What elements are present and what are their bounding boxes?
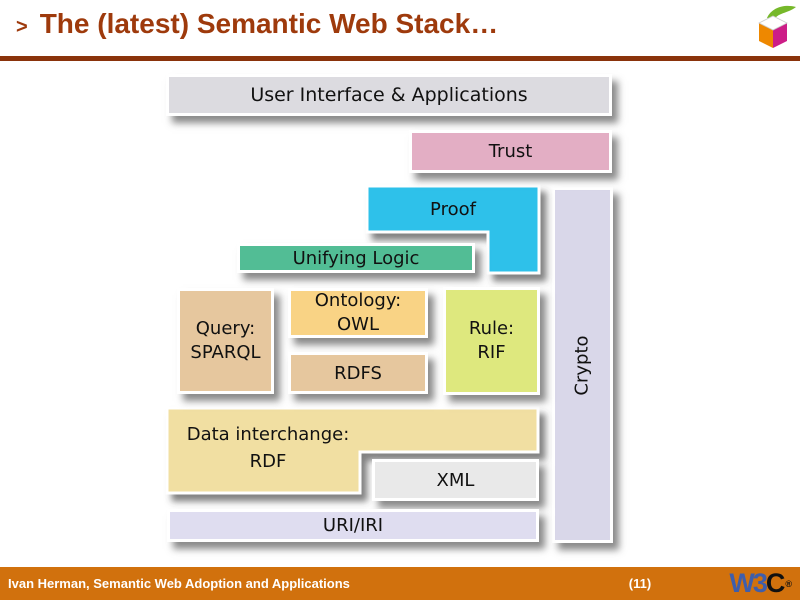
box-unifying-logic-label: Unifying Logic (292, 247, 420, 269)
box-query: Query: SPARQL (177, 288, 274, 394)
box-crypto: Crypto (552, 187, 613, 543)
footer-credit: Ivan Herman, Semantic Web Adoption and A… (8, 576, 350, 591)
cube-left-face (759, 23, 773, 48)
slide-header: > The (latest) Semantic Web Stack… (16, 8, 498, 40)
box-data-interchange-label: Data interchange: RDF (186, 424, 350, 472)
box-user-interface: User Interface & Applications (166, 74, 612, 116)
title-divider (0, 56, 800, 61)
box-query-label: Query: SPARQL (190, 318, 261, 363)
w3c-cube-icon (758, 5, 796, 48)
box-trust-label: Trust (488, 141, 533, 162)
box-crypto-label: Crypto (572, 334, 593, 396)
box-uri-iri-label: URI/IRI (322, 515, 384, 536)
box-ontology: Ontology: OWL (288, 288, 428, 338)
box-trust: Trust (409, 130, 612, 173)
box-rdfs-label: RDFS (334, 362, 382, 384)
box-rule-label: Rule: RIF (468, 318, 515, 363)
title-bullet: > (16, 16, 28, 38)
w3c-logo-c: C (765, 568, 785, 598)
box-proof-label: Proof (430, 198, 476, 220)
w3c-logo-w3: W3 (729, 568, 767, 598)
box-uri-iri: URI/IRI (167, 509, 539, 542)
box-xml-label: XML (436, 469, 475, 491)
box-ontology-label: Ontology: OWL (314, 290, 402, 335)
box-rdfs: RDFS (288, 352, 428, 394)
cube-top-face (758, 15, 788, 31)
w3c-logo: W3 C ® (729, 567, 792, 600)
w3c-logo-mark: ® (785, 578, 792, 589)
page-number: (11) (628, 576, 652, 591)
footer-bar: Ivan Herman, Semantic Web Adoption and A… (0, 567, 800, 600)
cube-right-face (773, 23, 787, 48)
box-unifying-logic: Unifying Logic (237, 243, 475, 273)
box-rule: Rule: RIF (443, 287, 540, 395)
page-title: The (latest) Semantic Web Stack… (39, 8, 499, 39)
box-user-interface-label: User Interface & Applications (250, 84, 528, 106)
box-xml: XML (372, 459, 539, 501)
